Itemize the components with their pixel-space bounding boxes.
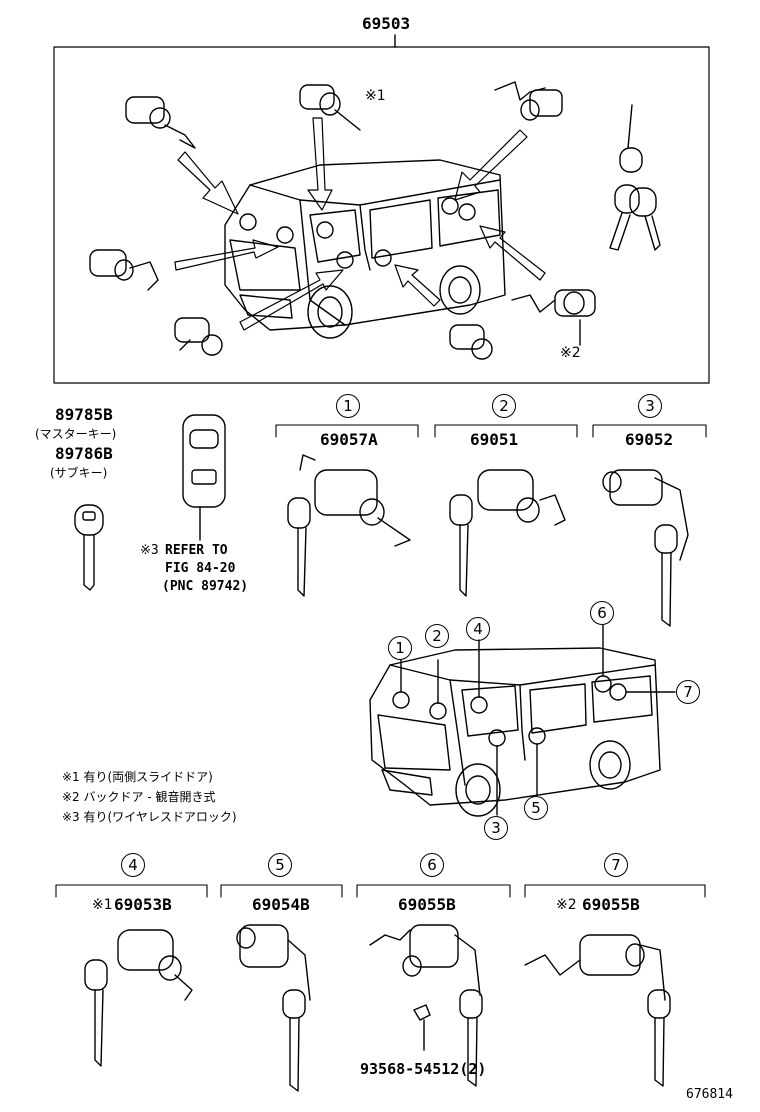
remote-fob bbox=[182, 414, 226, 541]
note-3: ※3 有り(ワイヤレスドアロック) bbox=[62, 810, 237, 824]
key-pair-top bbox=[609, 104, 661, 251]
note-2: ※2 バックドア - 観音開き式 bbox=[62, 790, 216, 804]
part-number-4: 69053B bbox=[114, 895, 172, 914]
note-1: ※1 有り(両側スライドドア) bbox=[62, 770, 213, 784]
part-index-2: 2 bbox=[492, 394, 516, 418]
location-5: 5 bbox=[524, 796, 548, 820]
refer-line-3: (PNC 89742) bbox=[162, 579, 249, 594]
van-illustration-top bbox=[224, 159, 506, 339]
part-number-2: 69051 bbox=[470, 430, 519, 449]
part-number-7: 69055B bbox=[582, 895, 640, 914]
sub-key-number: 89786B bbox=[55, 444, 113, 463]
part-7-art bbox=[524, 934, 671, 1087]
master-key-number: 89785B bbox=[55, 405, 113, 424]
part-3-art bbox=[602, 469, 689, 627]
key-sub bbox=[74, 504, 104, 591]
location-4: 4 bbox=[466, 617, 490, 641]
part-4-art bbox=[84, 929, 193, 1067]
part-number-1: 69057A bbox=[320, 430, 378, 449]
arrows-top bbox=[174, 117, 546, 331]
part-mark-7: ※2 bbox=[556, 897, 577, 913]
top-frame bbox=[53, 46, 710, 384]
part-index-5: 5 bbox=[268, 853, 292, 877]
part-index-6: 6 bbox=[420, 853, 444, 877]
master-key-caption: (マスターキー) bbox=[35, 427, 117, 441]
refer-line-1: REFER TO bbox=[165, 543, 228, 558]
top-mark-2: ※2 bbox=[560, 345, 581, 361]
part-5-art bbox=[236, 924, 311, 1092]
location-7: 7 bbox=[676, 680, 700, 704]
figure-id: 676814 bbox=[686, 1087, 733, 1102]
refer-mark: ※3 bbox=[140, 543, 159, 558]
part-mark-4: ※1 bbox=[92, 897, 113, 913]
bolt-number: 93568-54512(2) bbox=[360, 1060, 487, 1078]
part-index-1: 1 bbox=[336, 394, 360, 418]
top-part-number: 69503 bbox=[362, 14, 411, 33]
brackets-mid bbox=[55, 424, 707, 898]
part-number-6: 69055B bbox=[398, 895, 456, 914]
van-illustration-mid bbox=[369, 624, 676, 817]
part-index-7: 7 bbox=[604, 853, 628, 877]
location-2: 2 bbox=[425, 624, 449, 648]
part-number-3: 69052 bbox=[625, 430, 674, 449]
location-3: 3 bbox=[484, 816, 508, 840]
sub-key-caption: (サブキー) bbox=[50, 466, 108, 480]
part-6-art bbox=[369, 924, 483, 1087]
part-index-3: 3 bbox=[638, 394, 662, 418]
refer-line-2: FIG 84-20 bbox=[165, 561, 236, 576]
top-mark-1: ※1 bbox=[365, 88, 386, 104]
location-6: 6 bbox=[590, 601, 614, 625]
part-index-4: 4 bbox=[121, 853, 145, 877]
part-number-5: 69054B bbox=[252, 895, 310, 914]
cylinders-top bbox=[89, 81, 596, 360]
location-1: 1 bbox=[388, 636, 412, 660]
part-2-art bbox=[449, 469, 566, 597]
part-1-art bbox=[287, 454, 411, 597]
